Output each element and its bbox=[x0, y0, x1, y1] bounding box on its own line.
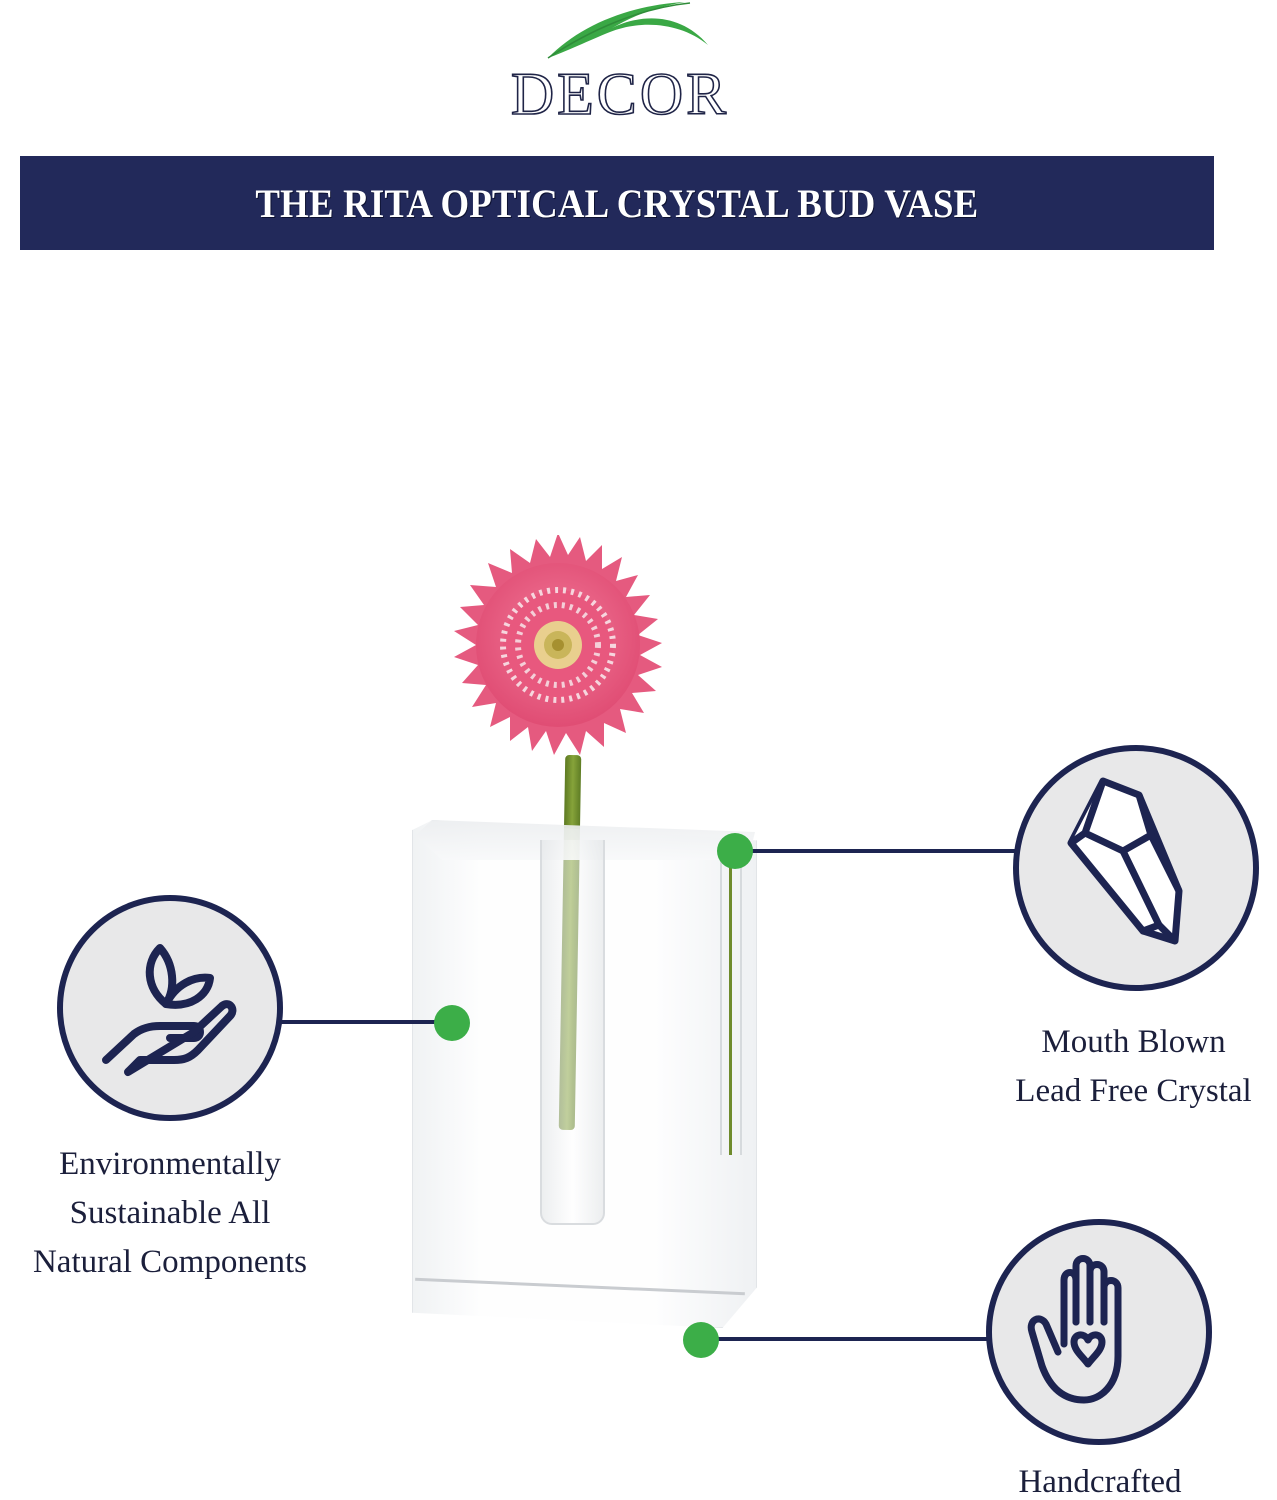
hand-holding-plant-icon bbox=[102, 944, 237, 1076]
feature-icon-circle-handcrafted bbox=[986, 1219, 1212, 1445]
callout-dot-handcrafted bbox=[683, 1322, 719, 1358]
feature-icon-circle-crystal bbox=[1013, 745, 1259, 991]
feature-label-crystal: Mouth Blown Lead Free Crystal bbox=[1015, 1024, 1252, 1109]
callout-dot-crystal bbox=[717, 833, 753, 869]
callout-line-sustainable bbox=[280, 1020, 440, 1024]
brand-logo: DECOR bbox=[480, 0, 760, 140]
feature-icon-circle-sustainable bbox=[57, 895, 283, 1121]
hand-heart-icon bbox=[1027, 1255, 1122, 1404]
crystal-icon bbox=[1067, 777, 1183, 945]
callout-line-handcrafted bbox=[714, 1337, 996, 1341]
product-title: THE RITA OPTICAL CRYSTAL BUD VASE bbox=[255, 180, 979, 226]
product-image bbox=[400, 530, 780, 1350]
vase-side-tube bbox=[720, 860, 742, 1155]
leaf-swoosh-icon bbox=[547, 2, 708, 59]
title-banner: THE RITA OPTICAL CRYSTAL BUD VASE bbox=[20, 156, 1214, 250]
vase-center-tube bbox=[540, 840, 605, 1225]
gerbera-flower bbox=[454, 535, 662, 755]
feature-label-handcrafted: Handcrafted bbox=[1018, 1464, 1182, 1500]
brand-name: DECOR bbox=[510, 61, 730, 127]
callout-dot-sustainable bbox=[434, 1005, 470, 1041]
feature-label-sustainable: Environmentally Sustainable All Natural … bbox=[32, 1146, 308, 1280]
callout-line-crystal bbox=[750, 849, 1018, 853]
